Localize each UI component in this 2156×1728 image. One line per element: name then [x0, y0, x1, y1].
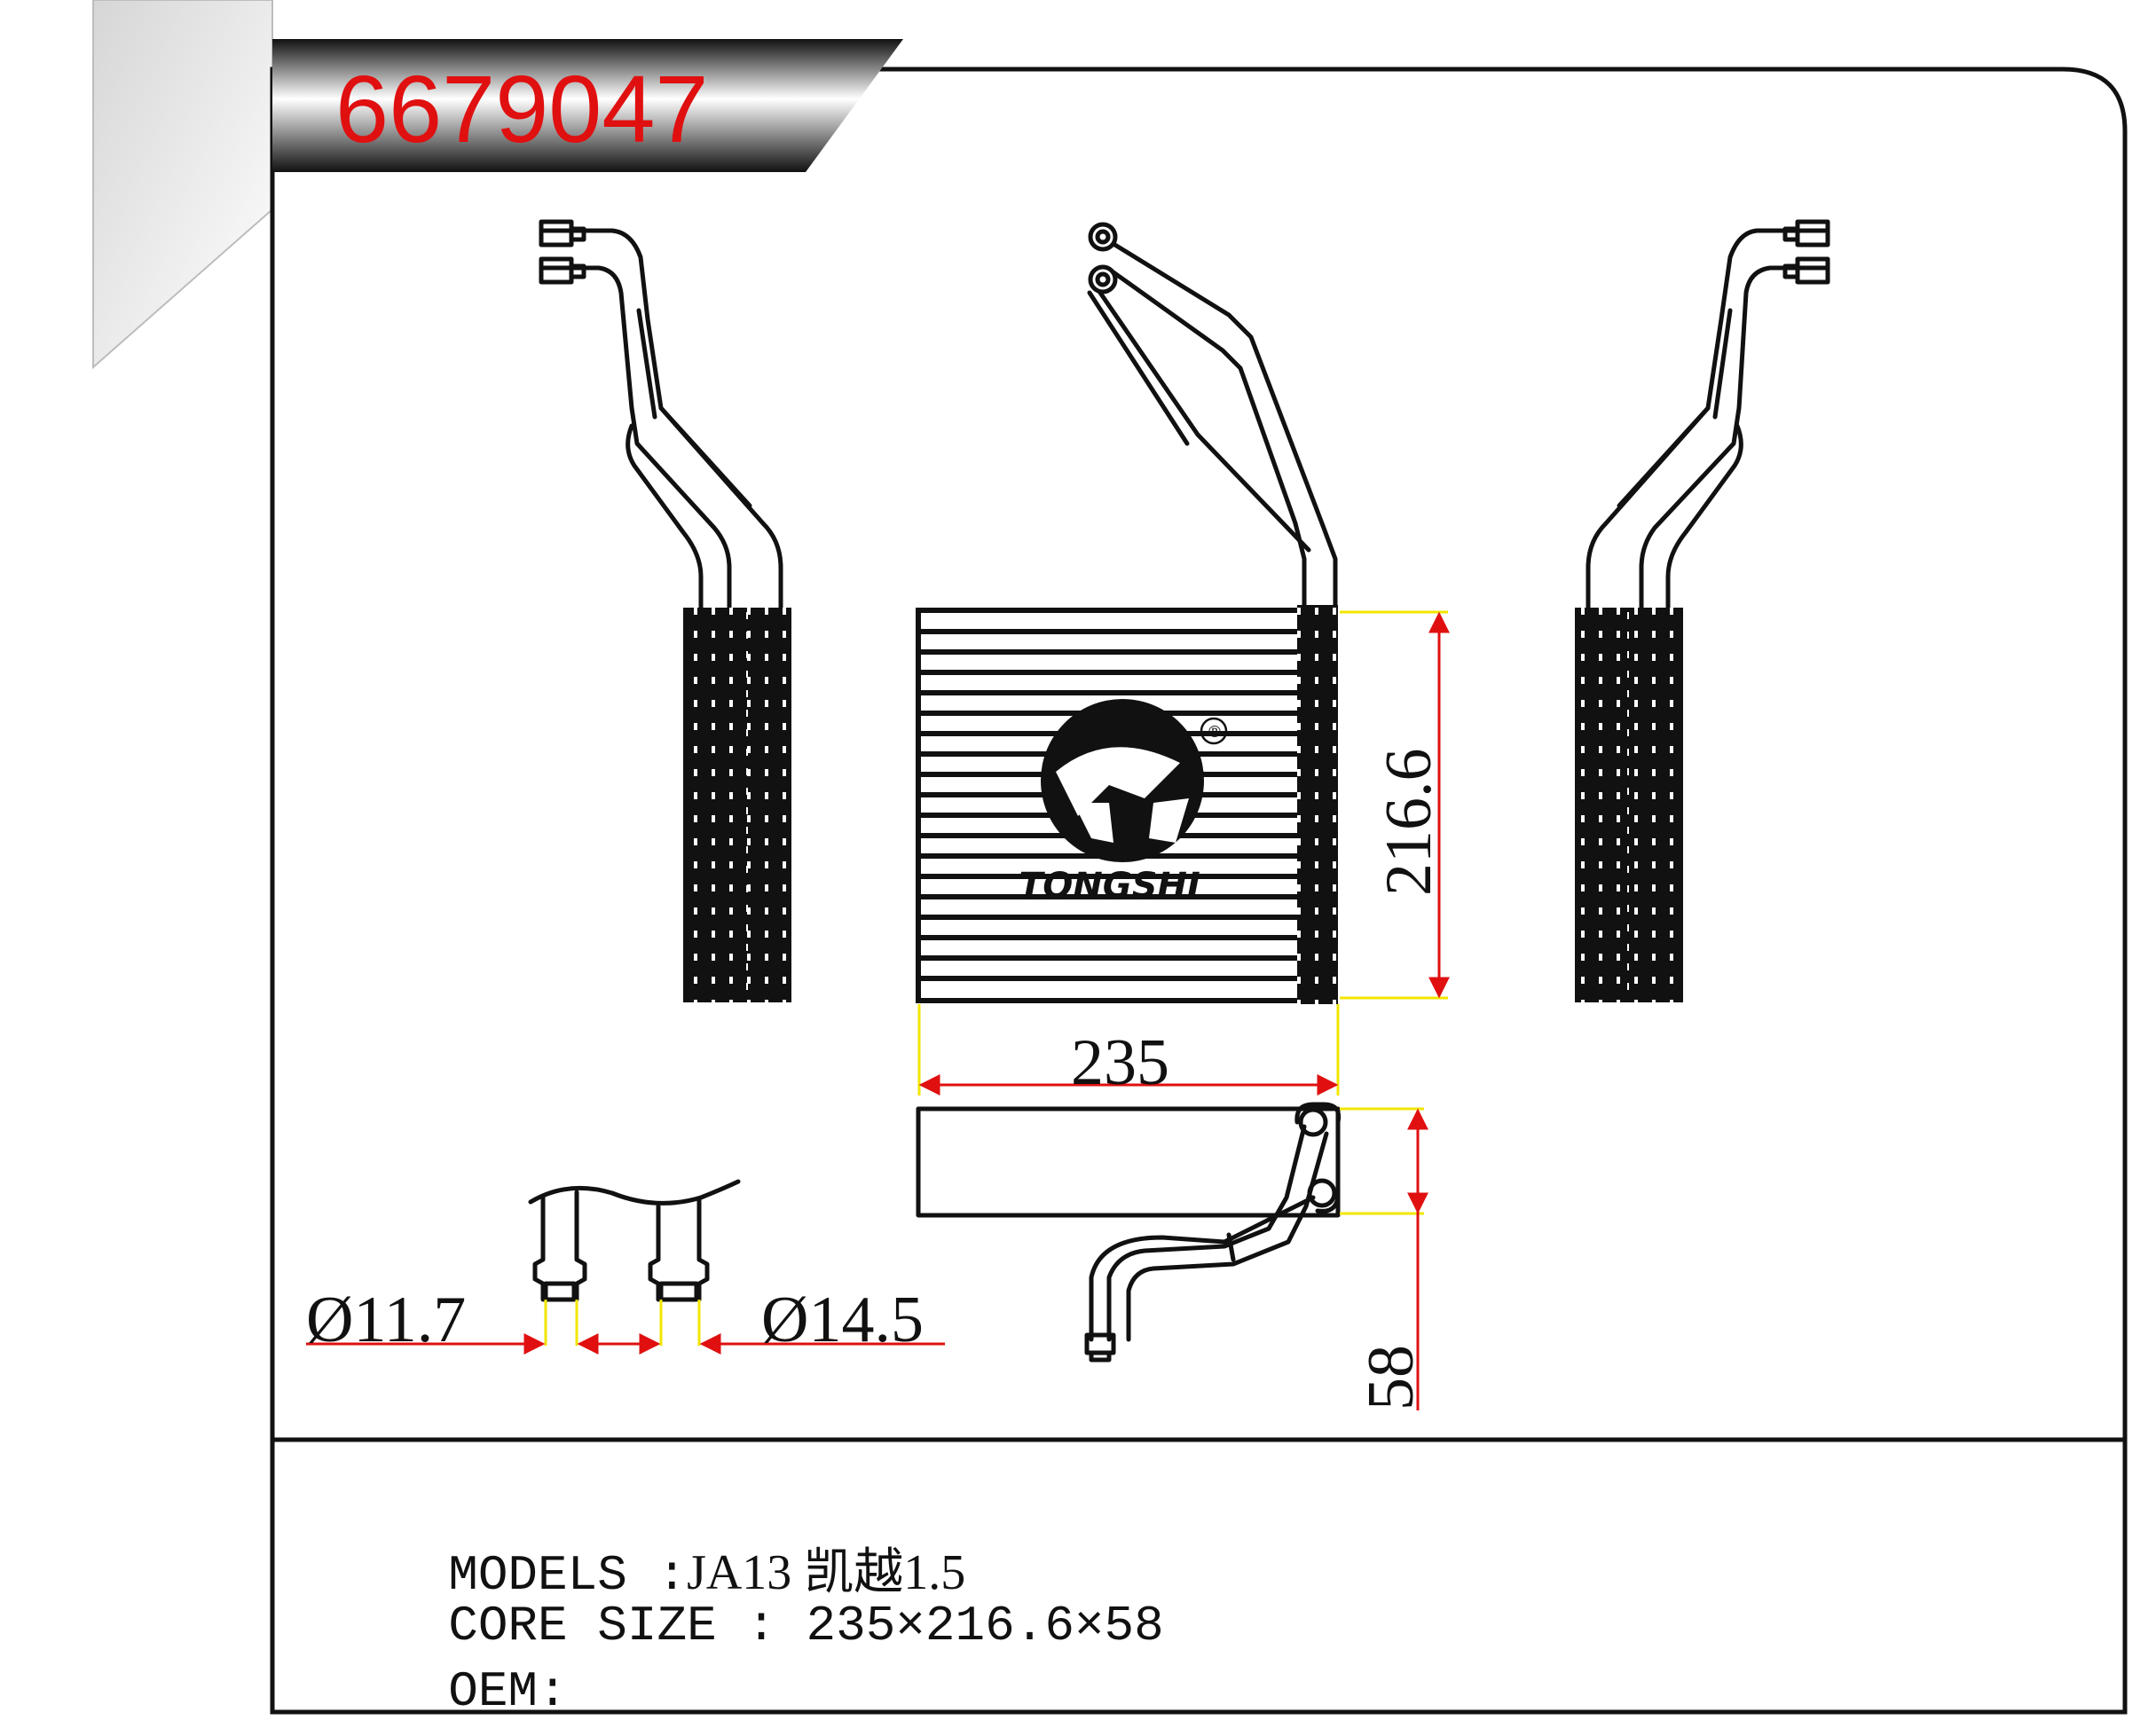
height-label: 216.6 — [1373, 749, 1445, 897]
core-size-row: CORE SIZE : 235×216.6×58 — [389, 1541, 1164, 1654]
models-value: JA13 凯越1.5 — [687, 1545, 966, 1600]
right-core — [1575, 608, 1683, 1002]
tongshi-logo: TONGSHI ® — [1019, 699, 1228, 907]
core-size-value: 235×216.6×58 — [806, 1598, 1164, 1654]
brand-name: TONGSHI — [1019, 866, 1200, 907]
front-view-pipes — [1087, 222, 1338, 615]
left-side-view — [539, 219, 783, 615]
depth-dimension — [1340, 1107, 1428, 1410]
front-core-tubes — [918, 629, 1297, 981]
core-size-label: CORE SIZE : — [448, 1598, 807, 1654]
top-view — [916, 1102, 1342, 1363]
pipe-detail — [528, 1179, 741, 1302]
corner-tab — [92, 0, 273, 370]
frame-border — [270, 67, 2128, 1715]
oem-row: OEM: — [389, 1606, 568, 1720]
outlet-diameter-label: Ø14.5 — [761, 1284, 924, 1356]
models-label: MODELS : — [448, 1547, 688, 1604]
diameter-dimensions — [306, 1300, 945, 1355]
width-dimension — [917, 1004, 1340, 1096]
oem-label: OEM: — [448, 1663, 568, 1720]
left-core — [683, 608, 791, 1002]
front-core-header — [1297, 605, 1338, 1004]
height-dimension — [1340, 610, 1450, 1000]
depth-label: 58 — [1355, 1345, 1428, 1410]
models-row: MODELS :JA13 凯越1.5 — [389, 1475, 965, 1604]
part-number: 6679047 — [335, 55, 708, 162]
width-label: 235 — [1071, 1026, 1169, 1099]
right-side-view — [1586, 219, 1830, 615]
registered-mark: ® — [1207, 723, 1223, 742]
part-number-banner — [272, 39, 903, 172]
inlet-diameter-label: Ø11.7 — [306, 1284, 466, 1356]
